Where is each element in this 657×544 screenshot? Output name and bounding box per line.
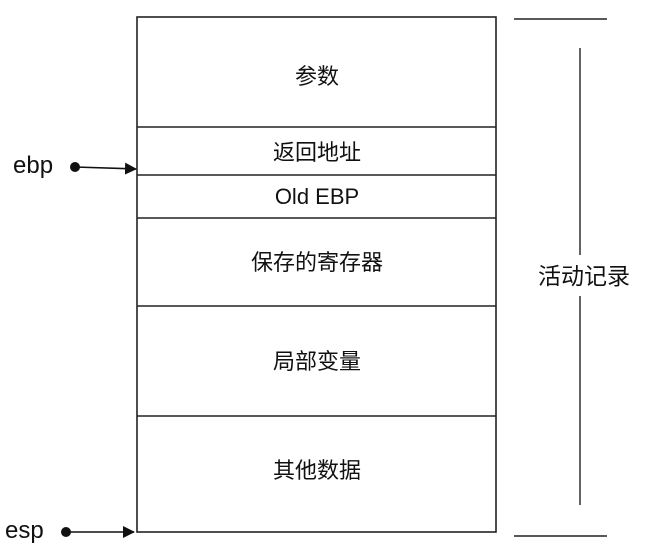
cell-other-data: 其他数据: [273, 459, 361, 484]
cell-return-address: 返回地址: [273, 141, 361, 166]
cell-old-ebp: Old EBP: [275, 184, 359, 209]
cell-saved-registers: 保存的寄存器: [251, 251, 383, 276]
ebp-label: ebp: [13, 152, 53, 179]
cell-params: 参数: [295, 65, 339, 90]
ebp-arrow: [74, 162, 137, 175]
activation-record-label: 活动记录: [538, 264, 630, 290]
stack-frame-box: [136, 16, 497, 533]
esp-label: esp: [5, 517, 44, 544]
cell-local-variables: 局部变量: [273, 350, 361, 375]
